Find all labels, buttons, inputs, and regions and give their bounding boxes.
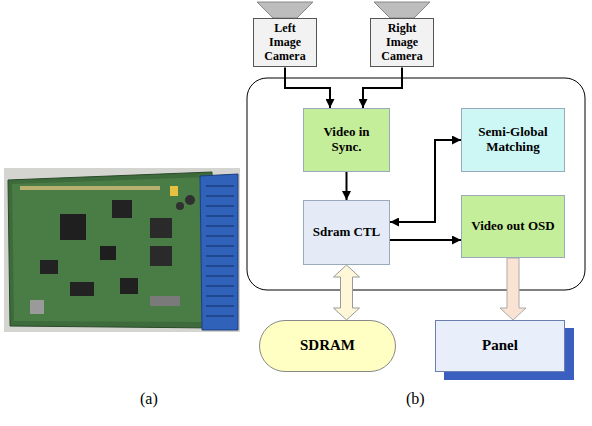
- process-box: Video in Sync.: [303, 108, 390, 172]
- process-box: Video out OSD: [461, 195, 565, 258]
- process-box: Semi-Global Matching: [461, 108, 565, 172]
- system-boundary: [247, 78, 585, 290]
- connector-arrow: [390, 140, 461, 222]
- box-label: Video in Sync.: [308, 125, 385, 155]
- connector-arrow: [346, 172, 348, 200]
- connector-arrow: [500, 258, 526, 320]
- camera-box: Right Image Camera: [370, 18, 434, 67]
- process-box: Sdram CTL: [303, 200, 390, 265]
- camera-lens: [374, 2, 430, 18]
- box-label: Semi-Global Matching: [466, 125, 560, 155]
- connector-arrow: [285, 67, 330, 108]
- display-box: Panel: [435, 320, 565, 372]
- connector-arrow: [363, 67, 402, 108]
- box-label: SDRAM: [300, 337, 355, 354]
- connector-arrow: [390, 239, 461, 241]
- box-label: Panel: [482, 337, 518, 354]
- box-label: Video out OSD: [471, 219, 554, 234]
- figure-label: (a): [140, 390, 158, 408]
- figure-label: (b): [406, 390, 425, 408]
- camera-box: Left Image Camera: [253, 18, 317, 67]
- box-label: Left Image Camera: [258, 22, 312, 63]
- box-label: Sdram CTL: [313, 225, 381, 240]
- box-label: Right Image Camera: [375, 22, 429, 63]
- memory-box: SDRAM: [259, 320, 396, 372]
- pcb-photo: [4, 168, 240, 332]
- connector-arrow: [334, 265, 360, 320]
- camera-lens: [257, 2, 313, 18]
